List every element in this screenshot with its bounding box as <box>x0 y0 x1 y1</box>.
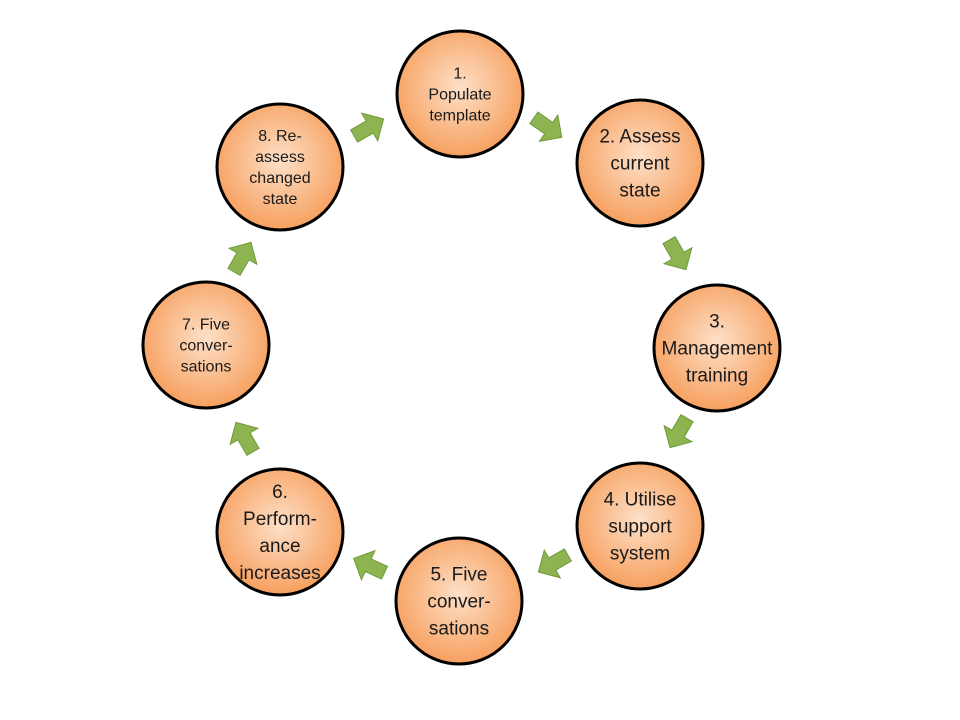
arrow-shape <box>227 241 258 277</box>
cycle-node-4: 4. Utilise support system <box>575 461 705 591</box>
cycle-node-3: 3. Management training <box>652 283 782 413</box>
node-circle <box>652 283 782 413</box>
node-label-line: increases <box>239 563 320 584</box>
arrow-shape <box>353 549 389 581</box>
node-label-line: assess <box>255 149 305 166</box>
cycle-node-6: 6. Perform-ance increases <box>215 467 345 597</box>
node-label-line: 5. Five <box>430 565 487 586</box>
node-label-line: template <box>429 108 490 125</box>
node-circle <box>394 536 524 666</box>
node-label-line: sations <box>181 359 232 376</box>
arrow-shape <box>349 112 385 143</box>
cycle-nodes: 1. Populate template 2. Assess current state 3… <box>141 29 782 666</box>
cycle-node-2: 2. Assess current state <box>575 98 705 228</box>
arrow-icon-1 <box>529 111 563 142</box>
node-label-line: 6. <box>272 482 288 503</box>
node-circle <box>141 280 271 410</box>
node-label-line: current <box>610 154 670 175</box>
node-label-line: 8. Re- <box>258 128 302 145</box>
node-label-line: sations <box>429 619 489 640</box>
node-label-line: conver- <box>427 592 490 613</box>
arrow-shape <box>663 413 694 449</box>
node-label-line: 1. <box>453 66 466 83</box>
arrow-shape <box>529 111 563 142</box>
arrow-icon-8 <box>349 112 385 143</box>
node-label-line: 2. Assess <box>599 127 680 148</box>
arrow-shape <box>662 235 693 271</box>
arrow-icon-3 <box>663 413 694 449</box>
node-label-line: Populate <box>428 87 491 104</box>
arrow-icon-4 <box>537 548 573 579</box>
node-label-line: system <box>610 544 670 565</box>
node-circle <box>395 29 525 159</box>
node-label-line: state <box>263 191 298 208</box>
cycle-node-8: 8. Re-assess changed state <box>215 102 345 232</box>
cycle-node-1: 1. Populate template <box>395 29 525 159</box>
cycle-node-5: 5. Five conver-sations <box>394 536 524 666</box>
arrow-icon-6 <box>229 421 260 457</box>
node-label-line: 3. <box>709 312 725 333</box>
node-label-line: training <box>686 366 748 387</box>
arrow-icon-2 <box>662 235 693 271</box>
node-label-line: 4. Utilise <box>604 490 677 511</box>
node-label-line: state <box>619 181 660 202</box>
node-label-line: ance <box>259 536 300 557</box>
arrow-shape <box>229 421 260 457</box>
node-circle <box>215 102 345 232</box>
node-label-line: changed <box>249 170 310 187</box>
arrow-icon-7 <box>227 241 258 277</box>
node-label-line: conver- <box>179 338 232 355</box>
arrow-icon-5 <box>353 549 389 581</box>
node-label-line: 7. Five <box>182 317 230 334</box>
node-label-line: support <box>608 517 672 538</box>
node-circle <box>215 467 345 597</box>
cycle-node-7: 7. Five conver-sations <box>141 280 271 410</box>
node-label-line: Perform- <box>243 509 317 530</box>
cycle-arrows <box>227 111 694 581</box>
arrow-shape <box>537 548 573 579</box>
node-label-line: Management <box>662 339 774 360</box>
node-circle <box>575 461 705 591</box>
node-circle <box>575 98 705 228</box>
